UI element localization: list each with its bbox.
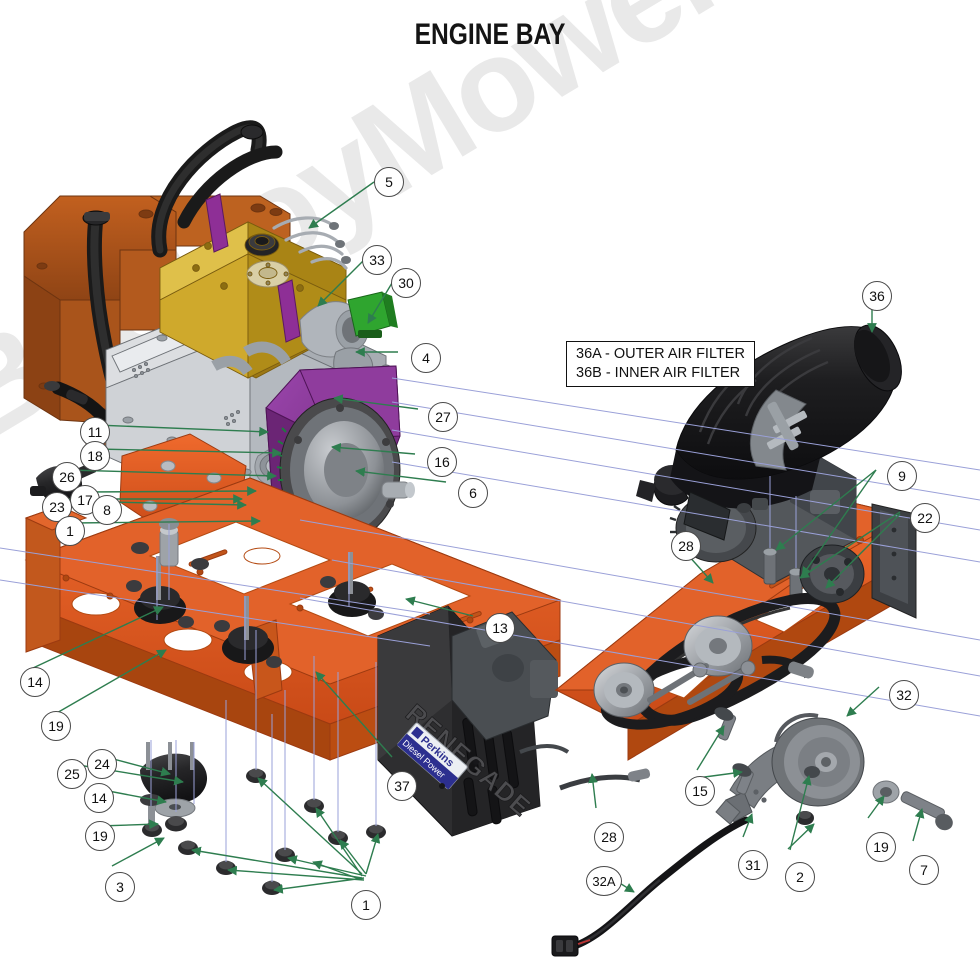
callout-bubble-11[interactable]: 11: [80, 417, 110, 447]
callout-bubble-28[interactable]: 28: [594, 822, 624, 852]
callout-number: 30: [398, 275, 414, 291]
callout-bubble-9[interactable]: 9: [887, 461, 917, 491]
clutch-wire-harness: [551, 816, 750, 957]
callout-bubble-4[interactable]: 4: [411, 343, 441, 373]
callout-bubble-14[interactable]: 14: [84, 783, 114, 813]
callout-number: 1: [66, 523, 74, 539]
callout-bubble-28[interactable]: 28: [671, 531, 701, 561]
callout-bubble-36[interactable]: 36: [862, 281, 892, 311]
callout-number: 4: [422, 350, 430, 366]
injector-lines: [272, 216, 348, 270]
electric-clutch-assembly: [715, 713, 953, 831]
callout-bubble-18[interactable]: 18: [80, 441, 110, 471]
callout-number: 19: [873, 839, 889, 855]
callout-bubble-16[interactable]: 16: [427, 447, 457, 477]
right-vertical-plate: [871, 503, 917, 619]
callout-number: 13: [492, 620, 508, 636]
legend-line-outer: 36A - OUTER AIR FILTER: [576, 346, 745, 362]
callout-number: 33: [369, 252, 385, 268]
callout-number: 23: [49, 499, 65, 515]
callout-bubble-22[interactable]: 22: [910, 503, 940, 533]
callout-bubble-3[interactable]: 3: [105, 872, 135, 902]
callout-number: 16: [434, 454, 450, 470]
lift-brackets: [205, 193, 301, 343]
callout-number: 32A: [592, 873, 616, 889]
callout-bubble-27[interactable]: 27: [428, 402, 458, 432]
injector-caps: [329, 222, 351, 264]
callout-bubble-23[interactable]: 23: [42, 492, 72, 522]
callout-number: 17: [77, 492, 93, 508]
callout-number: 24: [94, 756, 110, 772]
callout-bubble-30[interactable]: 30: [391, 268, 421, 298]
callout-number: 9: [898, 468, 906, 484]
callout-number: 3: [116, 879, 124, 895]
hose-fittings: [44, 124, 264, 425]
green-leaders: [32, 181, 925, 894]
page-title: ENGINE BAY: [414, 18, 566, 51]
callout-bubble-8[interactable]: 8: [92, 495, 122, 525]
callout-number: 14: [27, 674, 43, 690]
callout-bubble-2[interactable]: 2: [785, 862, 815, 892]
callout-number: 32: [896, 687, 912, 703]
callout-number: 7: [920, 862, 928, 878]
callout-number: 5: [385, 174, 393, 190]
callout-number: 15: [692, 783, 708, 799]
callout-number: 1: [362, 897, 370, 913]
callout-number: 11: [87, 424, 103, 440]
callout-bubble-25[interactable]: 25: [57, 759, 87, 789]
assembly-alignment-lines: [0, 377, 980, 882]
callout-number: 25: [64, 766, 80, 782]
callout-bubble-14[interactable]: 14: [20, 667, 50, 697]
callout-bubble-15[interactable]: 15: [685, 776, 715, 806]
callout-bubble-37[interactable]: 37: [387, 771, 417, 801]
callout-bubble-1[interactable]: 1: [55, 516, 85, 546]
callout-number: 18: [87, 448, 103, 464]
callout-bubble-19[interactable]: 19: [41, 711, 71, 741]
callout-number: 19: [92, 828, 108, 844]
callout-bubble-13[interactable]: 13: [485, 613, 515, 643]
callout-number: 8: [103, 502, 111, 518]
callout-number: 26: [59, 469, 75, 485]
callout-number: 36: [869, 288, 885, 304]
callout-number: 22: [917, 510, 933, 526]
air-filter-canister: [636, 324, 902, 541]
callout-bubble-19[interactable]: 19: [85, 821, 115, 851]
legend-line-inner: 36B - INNER AIR FILTER: [576, 364, 741, 381]
callout-bubble-24[interactable]: 24: [87, 749, 117, 779]
callout-number: 37: [394, 778, 410, 794]
callout-bubble-1[interactable]: 1: [351, 890, 381, 920]
engine-shroud: RENEGADE Perkins Diesel Power: [377, 605, 541, 837]
callout-number: 2: [796, 869, 804, 885]
callout-bubble-6[interactable]: 6: [458, 478, 488, 508]
callout-bubble-33[interactable]: 33: [362, 245, 392, 275]
perkins-badge: Perkins Diesel Power: [396, 722, 468, 790]
callout-bubble-32a[interactable]: 32A: [586, 866, 622, 896]
callout-bubble-7[interactable]: 7: [909, 855, 939, 885]
callout-number: 28: [601, 829, 617, 845]
callout-bubble-5[interactable]: 5: [374, 167, 404, 197]
callout-number: 6: [469, 485, 477, 501]
callout-number: 19: [48, 718, 64, 734]
callout-number: 31: [745, 857, 761, 873]
callout-bubble-31[interactable]: 31: [738, 850, 768, 880]
callout-number: 27: [435, 409, 451, 425]
callout-bubble-32[interactable]: 32: [889, 680, 919, 710]
callout-bubble-19[interactable]: 19: [866, 832, 896, 862]
callout-number: 28: [678, 538, 694, 554]
air-filter-legend-box: 36A - OUTER AIR FILTER 36B - INNER AIR F…: [566, 341, 755, 388]
callout-number: 14: [91, 790, 107, 806]
frame-rod-linkage: [519, 744, 651, 791]
